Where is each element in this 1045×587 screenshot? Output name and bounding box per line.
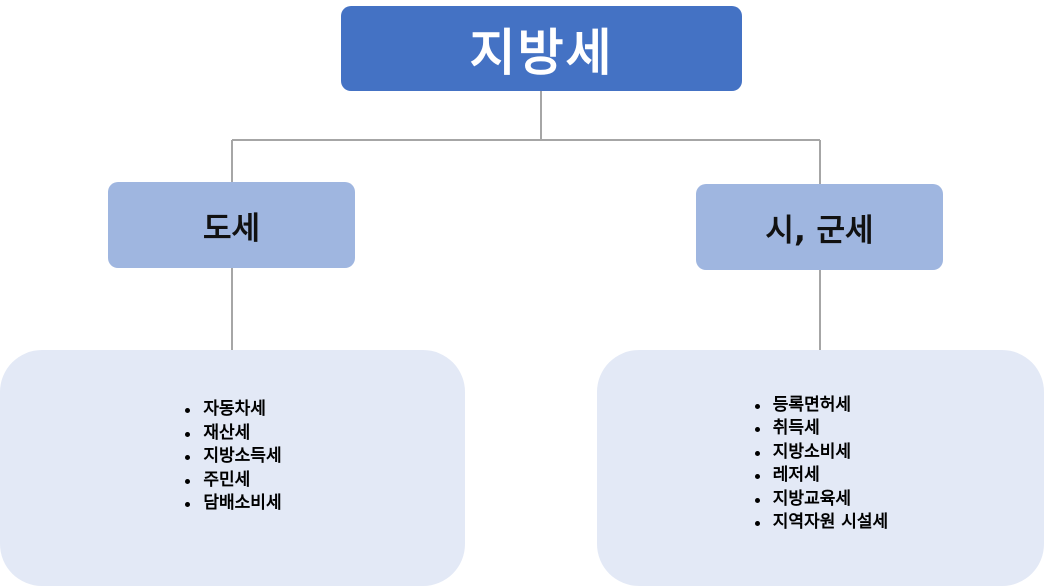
list-item: 지역자원 시설세 xyxy=(753,511,888,535)
root-node-label: 지방세 xyxy=(469,23,614,82)
list-item: 등록면허세 xyxy=(753,394,888,418)
branch-node-label: 도세 xyxy=(202,210,261,247)
leaf-node-provincial-tax-list: 자동차세 재산세 지방소득세 주민세 담배소비세 xyxy=(0,350,465,586)
list-item: 지방소득세 xyxy=(183,445,282,469)
tax-item-list: 자동차세 재산세 지방소득세 주민세 담배소비세 xyxy=(183,398,282,516)
list-item: 취득세 xyxy=(753,417,888,441)
list-item: 재산세 xyxy=(183,422,281,446)
branch-node-provincial-tax: 도세 xyxy=(108,182,355,268)
list-item: 자동차세 xyxy=(183,398,281,422)
list-item: 레저세 xyxy=(753,464,888,488)
leaf-node-city-county-tax-list: 등록면허세 취득세 지방소비세 레저세 지방교육세 지역자원 시설세 xyxy=(597,350,1044,586)
list-item: 주민세 xyxy=(183,469,281,493)
branch-node-label: 시, 군세 xyxy=(765,212,874,249)
root-node: 지방세 xyxy=(341,6,742,91)
branch-node-city-county-tax: 시, 군세 xyxy=(696,184,943,270)
list-item: 담배소비세 xyxy=(183,492,282,516)
list-item: 지방소비세 xyxy=(753,441,888,465)
tax-item-list: 등록면허세 취득세 지방소비세 레저세 지방교육세 지역자원 시설세 xyxy=(753,394,888,535)
list-item: 지방교육세 xyxy=(753,488,888,512)
